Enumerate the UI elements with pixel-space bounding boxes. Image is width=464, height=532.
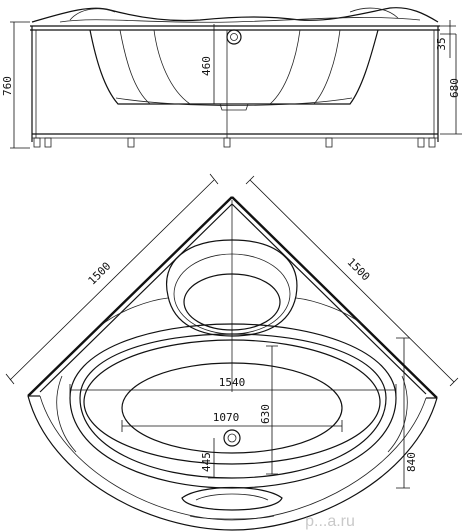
dim-inner-width-line bbox=[121, 420, 343, 432]
bowl-right-contour bbox=[313, 29, 341, 105]
foot bbox=[44, 137, 52, 148]
outline-left-inner bbox=[39, 203, 233, 393]
dim-inner-width-label: 1070 bbox=[213, 411, 240, 424]
foot bbox=[417, 137, 425, 148]
foot bbox=[223, 137, 231, 148]
headrest-right bbox=[349, 7, 399, 19]
footrest-base bbox=[189, 515, 275, 520]
dim-bowl-width-label: 630 bbox=[259, 404, 272, 424]
dim-front-depth-line bbox=[396, 337, 410, 489]
dim-bowl-width-line bbox=[266, 345, 278, 475]
side-view: 760 35 680 460 bbox=[1, 7, 462, 149]
dim-side-b-label: 1500 bbox=[345, 256, 373, 284]
drain-fitting bbox=[219, 103, 249, 111]
dim-bowl-depth-label: 460 bbox=[200, 56, 213, 76]
outline-right-inner bbox=[231, 203, 427, 395]
bowl-floor bbox=[121, 362, 343, 454]
dim-rim-label: 35 bbox=[435, 37, 448, 50]
dim-rim-line bbox=[440, 20, 456, 58]
front-apron-inner bbox=[39, 395, 427, 521]
seat-outer bbox=[166, 239, 298, 337]
armrest-right bbox=[387, 375, 408, 453]
dim-total-height-line bbox=[10, 21, 30, 149]
foot bbox=[127, 137, 135, 148]
seat-inner bbox=[183, 273, 281, 331]
headrest-left bbox=[69, 8, 116, 21]
bowl-outline bbox=[89, 29, 379, 105]
seat-shoulder-right bbox=[295, 297, 363, 325]
rim-inner-curve bbox=[59, 17, 421, 23]
dim-bowl-length-line bbox=[69, 384, 397, 396]
bowl-rim-outer bbox=[69, 323, 397, 489]
drain-icon bbox=[223, 429, 241, 447]
overflow-fitting-icon bbox=[226, 29, 242, 45]
dim-side-a-label: 1500 bbox=[86, 260, 114, 288]
bowl-left-wall bbox=[153, 29, 191, 105]
dim-side-a-line bbox=[5, 173, 219, 385]
armrest-left bbox=[56, 375, 77, 453]
front-apron-outer bbox=[27, 395, 438, 531]
overflow-fitting-inner-icon bbox=[230, 33, 238, 41]
dim-panel-line bbox=[440, 34, 462, 135]
foot bbox=[33, 137, 41, 148]
foot bbox=[428, 137, 436, 148]
dim-bowl-depth-line bbox=[210, 24, 222, 105]
dim-bowl-length-label: 1540 bbox=[219, 376, 246, 389]
dim-front-depth-label: 840 bbox=[405, 452, 418, 472]
seat-shoulder-left bbox=[99, 297, 169, 327]
dim-total-height-label: 760 bbox=[1, 76, 14, 96]
dim-side-b-line bbox=[245, 175, 459, 387]
dim-drain-offset-label: 445 bbox=[200, 452, 213, 472]
drain-inner-icon bbox=[227, 433, 237, 443]
outline-left-side bbox=[27, 196, 233, 397]
support-feet bbox=[33, 137, 436, 148]
watermark: p...a.ru bbox=[305, 513, 355, 530]
dim-panel-label: 680 bbox=[448, 78, 461, 98]
bowl-right-wall bbox=[269, 29, 301, 105]
footrest-outer bbox=[181, 486, 283, 511]
foot bbox=[325, 137, 333, 148]
bowl-left-contour bbox=[119, 29, 151, 105]
bowl-floor bbox=[115, 97, 353, 106]
dim-drain-offset-line bbox=[208, 438, 220, 479]
top-view: 1500 1500 1540 1070 630 445 840 bbox=[5, 173, 459, 531]
footrest-inner bbox=[195, 493, 269, 501]
bowl-rim-inner bbox=[83, 339, 381, 465]
bowl-rim-middle bbox=[79, 333, 387, 479]
outline-right-side bbox=[231, 196, 438, 399]
